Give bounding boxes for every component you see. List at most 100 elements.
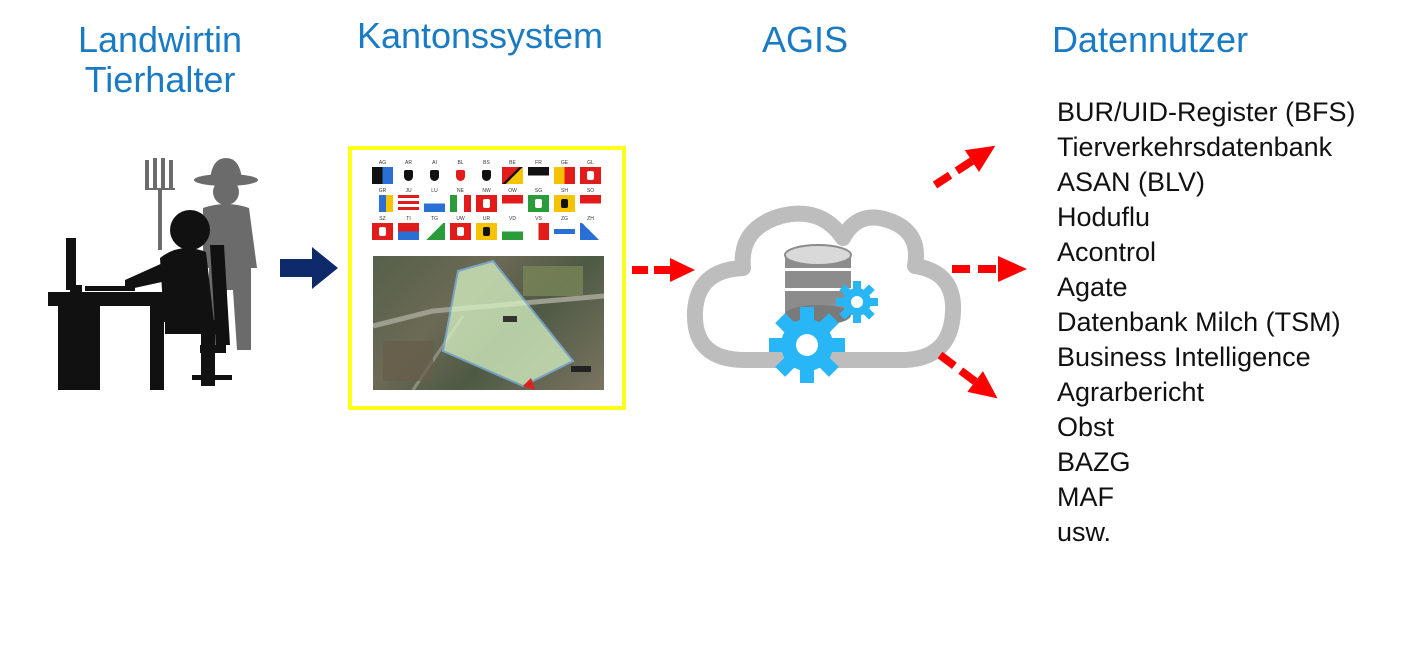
canton-system-panel: AG AR AI BL BS BE FR GE GL GR JU LU NE NW OW SG SH SO SZ TI… bbox=[348, 146, 626, 410]
canton-flag-grid: AG AR AI BL BS BE FR GE GL GR JU LU NE NW OW SG SH SO SZ TI… bbox=[372, 160, 601, 240]
canton-flag-swatch bbox=[580, 167, 601, 184]
canton-flag-swatch bbox=[424, 167, 445, 184]
cloud-database-gear-icon bbox=[686, 205, 962, 383]
canton-code-label: BL bbox=[457, 160, 464, 166]
canton-code-label: NE bbox=[457, 188, 464, 194]
canton-flag-gl: GL bbox=[580, 160, 601, 184]
canton-code-label: UW bbox=[456, 216, 465, 222]
canton-flag-swatch bbox=[528, 167, 549, 184]
canton-code-label: TG bbox=[431, 216, 438, 222]
canton-flag-swatch bbox=[580, 223, 601, 240]
canton-code-label: VS bbox=[535, 216, 542, 222]
canton-flag-ti: TI bbox=[398, 216, 419, 240]
canton-flag-swatch bbox=[502, 195, 523, 212]
canton-flag-ar: AR bbox=[398, 160, 419, 184]
canton-code-label: UR bbox=[482, 216, 491, 222]
canton-code-label: GE bbox=[560, 160, 569, 166]
canton-flag-swatch bbox=[528, 195, 549, 212]
data-users-heading: Datennutzer bbox=[1051, 19, 1249, 60]
canton-flag-ow: OW bbox=[502, 188, 523, 212]
canton-code-label: ZG bbox=[561, 216, 568, 222]
canton-system-heading: Kantonssystem bbox=[356, 15, 604, 56]
canton-code-label: VD bbox=[509, 216, 516, 222]
seated-person-icon bbox=[48, 210, 232, 390]
canton-flag-lu: LU bbox=[424, 188, 445, 212]
canton-flag-swatch bbox=[424, 195, 445, 212]
canton-flag-swatch bbox=[476, 167, 497, 184]
canton-flag-swatch bbox=[398, 195, 419, 212]
data-user-item: Hoduflu bbox=[1057, 202, 1151, 232]
canton-code-label: AI bbox=[432, 160, 437, 166]
canton-code-label: FR bbox=[535, 160, 542, 166]
canton-flag-nw: NW bbox=[476, 188, 497, 212]
canton-flag-swatch bbox=[554, 223, 575, 240]
canton-flag-be: BE bbox=[502, 160, 523, 184]
canton-flag-swatch bbox=[554, 195, 575, 212]
data-users-list: BUR/UID-Register (BFS) Tierverkehrsdatenb… bbox=[1057, 95, 1356, 550]
canton-flag-zh: ZH bbox=[580, 216, 601, 240]
gear-large-icon bbox=[769, 307, 845, 383]
canton-flag-swatch bbox=[398, 223, 419, 240]
canton-code-label: JU bbox=[405, 188, 412, 194]
canton-code-label: GL bbox=[587, 160, 594, 166]
canton-flag-so: SO bbox=[580, 188, 601, 212]
canton-code-label: GR bbox=[378, 188, 387, 194]
data-user-item: MAF bbox=[1057, 482, 1114, 512]
canton-flag-swatch bbox=[450, 167, 471, 184]
canton-flag-vs: VS bbox=[528, 216, 549, 240]
data-user-item: ASAN (BLV) bbox=[1057, 167, 1206, 197]
canton-flag-ju: JU bbox=[398, 188, 419, 212]
canton-code-label: SH bbox=[561, 188, 568, 194]
canton-flag-gr: GR bbox=[372, 188, 393, 212]
arrow-agis-to-users-up bbox=[932, 145, 996, 189]
arrow-agis-to-users-down bbox=[937, 351, 998, 399]
arrow-agis-to-users-mid bbox=[952, 256, 1027, 282]
canton-flag-swatch bbox=[476, 223, 497, 240]
canton-code-label: BS bbox=[483, 160, 490, 166]
canton-code-label: SG bbox=[534, 188, 543, 194]
canton-flag-sz: SZ bbox=[372, 216, 393, 240]
canton-flag-swatch bbox=[450, 223, 471, 240]
canton-flag-swatch bbox=[580, 195, 601, 212]
agis-heading: AGIS bbox=[761, 19, 849, 60]
canton-code-label: SO bbox=[586, 188, 595, 194]
canton-flag-vd: VD bbox=[502, 216, 523, 240]
canton-flag-ne: NE bbox=[450, 188, 471, 212]
canton-flag-bl: BL bbox=[450, 160, 471, 184]
canton-flag-swatch bbox=[424, 223, 445, 240]
canton-code-label: TI bbox=[406, 216, 411, 222]
canton-flag-ge: GE bbox=[554, 160, 575, 184]
data-user-item: Obst bbox=[1057, 412, 1115, 442]
arrow-farmer-to-canton bbox=[280, 247, 338, 289]
canton-flag-ur: UR bbox=[476, 216, 497, 240]
data-user-item: Business Intelligence bbox=[1057, 342, 1311, 372]
canton-flag-swatch bbox=[450, 195, 471, 212]
data-user-item: Agate bbox=[1057, 272, 1128, 302]
canton-flag-swatch bbox=[372, 195, 393, 212]
canton-flag-swatch bbox=[554, 167, 575, 184]
farmer-heading: Landwirtin Tierhalter bbox=[77, 19, 243, 100]
canton-flag-tg: TG bbox=[424, 216, 445, 240]
canton-code-label: AG bbox=[378, 160, 387, 166]
canton-flag-swatch bbox=[502, 223, 523, 240]
data-user-item: BAZG bbox=[1057, 447, 1131, 477]
canton-flag-swatch bbox=[502, 167, 523, 184]
canton-code-label: OW bbox=[508, 188, 517, 194]
satellite-map-image bbox=[373, 256, 604, 390]
data-user-item: Datenbank Milch (TSM) bbox=[1057, 307, 1341, 337]
canton-flag-bs: BS bbox=[476, 160, 497, 184]
canton-flag-swatch bbox=[372, 167, 393, 184]
data-user-item: BUR/UID-Register (BFS) bbox=[1057, 97, 1356, 127]
canton-code-label: ZH bbox=[587, 216, 594, 222]
data-user-item: Tierverkehrsdatenbank bbox=[1057, 132, 1333, 162]
canton-flag-ai: AI bbox=[424, 160, 445, 184]
canton-flag-sh: SH bbox=[554, 188, 575, 212]
data-user-item: Acontrol bbox=[1057, 237, 1157, 267]
canton-flag-ag: AG bbox=[372, 160, 393, 184]
canton-code-label: BE bbox=[509, 160, 516, 166]
canton-flag-swatch bbox=[398, 167, 419, 184]
data-user-item: Agrarbericht bbox=[1057, 377, 1205, 407]
canton-flag-swatch bbox=[476, 195, 497, 212]
canton-code-label: AR bbox=[405, 160, 412, 166]
canton-code-label: LU bbox=[431, 188, 438, 194]
